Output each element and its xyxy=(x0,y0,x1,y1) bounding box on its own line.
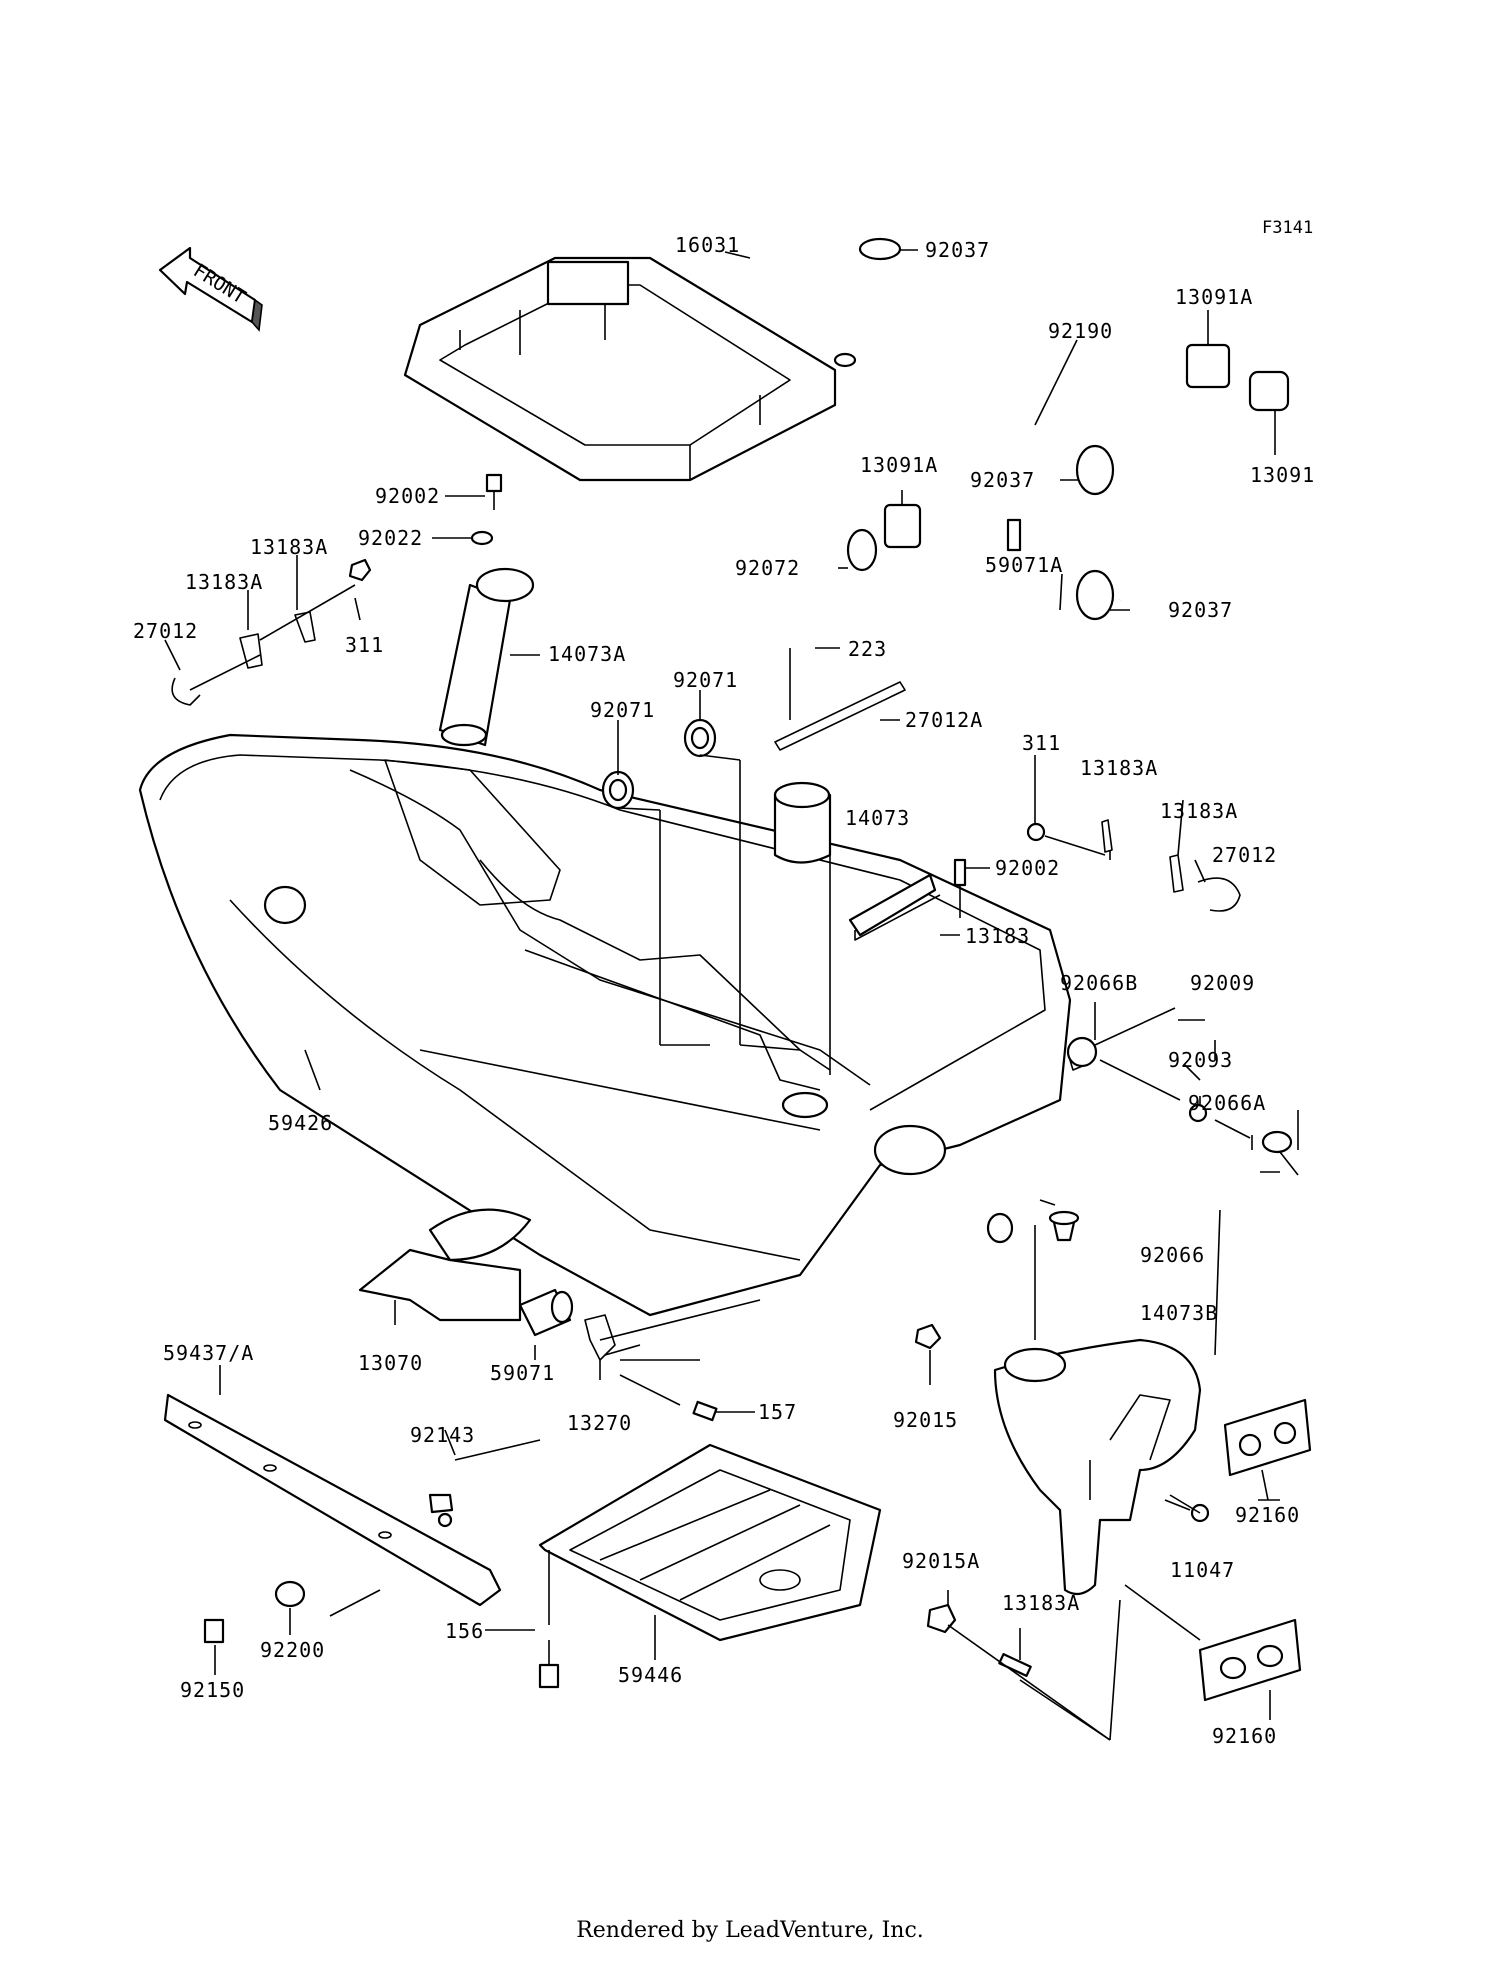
part-label-13091a: 13091A xyxy=(860,453,938,477)
ring-part xyxy=(601,718,717,810)
part-label-92037: 92037 xyxy=(970,468,1035,492)
part-label-92037: 92037 xyxy=(1168,598,1233,622)
hardware-icons xyxy=(171,473,1293,1689)
figure-id: F3141 xyxy=(1262,218,1313,238)
part-label-27012: 27012 xyxy=(1212,843,1277,867)
part-label-92093: 92093 xyxy=(1168,1048,1233,1072)
part-label-92002: 92002 xyxy=(375,484,440,508)
part-label-13270: 13270 xyxy=(567,1411,632,1435)
part-label-157: 157 xyxy=(758,1400,797,1424)
part-label-92066a: 92066A xyxy=(1188,1091,1266,1115)
filler-neck-part xyxy=(438,567,535,747)
part-label-27012a: 27012A xyxy=(905,708,983,732)
part-label-59071a: 59071A xyxy=(985,553,1063,577)
part-label-92150: 92150 xyxy=(180,1678,245,1702)
part-label-13070: 13070 xyxy=(358,1351,423,1375)
air-duct-part xyxy=(358,1208,532,1322)
part-label-13183a: 13183A xyxy=(1160,799,1238,823)
bracket-13270-part xyxy=(584,1314,616,1361)
part-label-92143: 92143 xyxy=(410,1423,475,1447)
part-label-27012: 27012 xyxy=(133,619,198,643)
part-label-92071: 92071 xyxy=(673,668,738,692)
part-label-92160: 92160 xyxy=(1212,1724,1277,1748)
part-label-92015a: 92015A xyxy=(902,1549,980,1573)
part-label-13183a: 13183A xyxy=(250,535,328,559)
part-label-13183a: 13183A xyxy=(185,570,263,594)
leader-lines xyxy=(164,249,1299,1741)
part-label-11047: 11047 xyxy=(1170,1558,1235,1582)
part-label-92009: 92009 xyxy=(1190,971,1255,995)
front-arrow-icon: FRONT xyxy=(158,246,263,332)
part-label-13183a: 13183A xyxy=(1002,1591,1080,1615)
part-label-13183: 13183 xyxy=(965,924,1030,948)
part-label-59446: 59446 xyxy=(618,1663,683,1687)
cap-part xyxy=(773,781,832,864)
part-label-13091: 13091 xyxy=(1250,463,1315,487)
part-label-311: 311 xyxy=(345,633,384,657)
part-label-13183a: 13183A xyxy=(1080,756,1158,780)
bracket-13183-part xyxy=(848,873,941,941)
gasket-part xyxy=(1198,1398,1312,1702)
part-label-92066: 92066 xyxy=(1140,1243,1205,1267)
part-label-156: 156 xyxy=(445,1619,484,1643)
part-label-92072: 92072 xyxy=(735,556,800,580)
part-label-92190: 92190 xyxy=(1048,319,1113,343)
part-label-92002: 92002 xyxy=(995,856,1060,880)
storage-opening-part xyxy=(384,759,829,1119)
part-label-13091a: 13091A xyxy=(1175,285,1253,309)
footer-credit: Rendered by LeadVenture, Inc. xyxy=(576,1918,924,1943)
vent-hose-part xyxy=(833,352,1236,605)
part-label-92071: 92071 xyxy=(590,698,655,722)
part-label-16031: 16031 xyxy=(675,233,740,257)
part-label-59071: 59071 xyxy=(490,1361,555,1385)
part-label-59426: 59426 xyxy=(268,1111,333,1135)
part-label-311: 311 xyxy=(1022,731,1061,755)
part-label-92200: 92200 xyxy=(260,1638,325,1662)
part-label-92037: 92037 xyxy=(925,238,990,262)
rubber-pad-part xyxy=(883,343,1290,549)
part-label-14073: 14073 xyxy=(845,806,910,830)
part-label-92015: 92015 xyxy=(893,1408,958,1432)
rub-rail-part xyxy=(163,1393,502,1607)
part-label-92160: 92160 xyxy=(1235,1503,1300,1527)
part-label-92022: 92022 xyxy=(358,526,423,550)
bracket-part xyxy=(774,681,906,751)
part-label-92066b: 92066B xyxy=(1060,971,1138,995)
clamp-icon xyxy=(846,237,1115,621)
part-labels: 16031 92037 13091A 92190 13091 92037 130… xyxy=(133,233,1315,1748)
hull-part xyxy=(138,733,1072,1317)
part-label-223: 223 xyxy=(848,637,887,661)
ride-plate-part xyxy=(538,1443,882,1642)
resonator-part xyxy=(993,1338,1202,1596)
seat-pad-part xyxy=(403,256,837,482)
part-label-14073b: 14073B xyxy=(1140,1301,1218,1325)
part-label-14073a: 14073A xyxy=(548,642,626,666)
part-label-59437-a: 59437/A xyxy=(163,1341,254,1365)
fitting-part xyxy=(518,1288,574,1337)
